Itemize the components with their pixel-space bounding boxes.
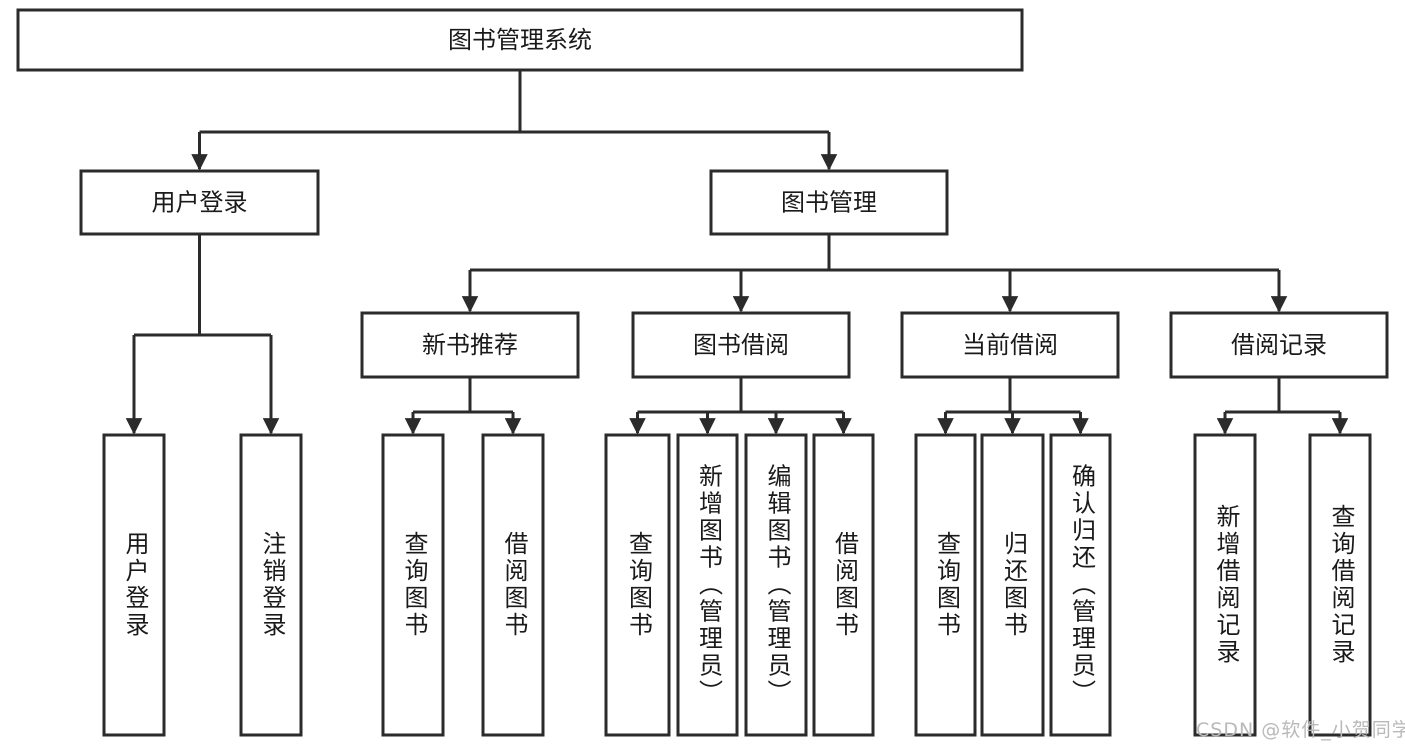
node-box[interactable] (676, 433, 739, 737)
root-node-1[interactable]: 图书管理系统 (16, 8, 1024, 72)
leaf-node-8[interactable]: 借阅图书 (812, 433, 875, 737)
node-box[interactable] (239, 433, 303, 737)
node-label: 借阅图书 (500, 531, 528, 639)
node-box[interactable] (1308, 433, 1372, 737)
node-label: 编辑图书（管理员） (763, 464, 791, 707)
leaf-node-12[interactable]: 新增借阅记录 (1193, 433, 1257, 737)
leaf-node-9[interactable]: 查询图书 (914, 433, 977, 737)
node-label: 新增借阅记录 (1212, 504, 1240, 666)
node-label: 用户登录 (152, 189, 248, 217)
node-label: 借阅图书 (831, 531, 859, 639)
level2-node-1[interactable]: 用户登录 (79, 169, 320, 236)
node-box[interactable] (360, 311, 580, 379)
node-label: 图书管理系统 (448, 26, 592, 54)
node-box[interactable] (1193, 433, 1257, 737)
node-label: 注销登录 (258, 531, 286, 639)
node-label: 查询借阅记录 (1327, 504, 1355, 666)
leaf-node-13[interactable]: 查询借阅记录 (1308, 433, 1372, 737)
level2-node-2[interactable]: 图书管理 (709, 169, 949, 236)
node-label: 新书推荐 (422, 331, 518, 359)
node-box[interactable] (980, 433, 1045, 737)
node-box[interactable] (914, 433, 977, 737)
leaf-node-11[interactable]: 确认归还（管理员） (1049, 433, 1112, 737)
node-box[interactable] (79, 169, 320, 236)
level3-node-3[interactable]: 当前借阅 (900, 311, 1120, 379)
node-box[interactable] (744, 433, 808, 737)
node-box[interactable] (709, 169, 949, 236)
leaf-node-10[interactable]: 归还图书 (980, 433, 1045, 737)
node-box[interactable] (900, 311, 1120, 379)
edge-layer (125, 70, 1349, 435)
node-label: 查询图书 (400, 531, 428, 639)
node-box[interactable] (1049, 433, 1112, 737)
node-label: 借阅记录 (1231, 331, 1327, 359)
node-box[interactable] (631, 311, 851, 379)
leaf-node-5[interactable]: 查询图书 (604, 433, 671, 737)
node-label: 确认归还（管理员） (1068, 464, 1096, 707)
leaf-node-7[interactable]: 编辑图书（管理员） (744, 433, 808, 737)
node-box[interactable] (604, 433, 671, 737)
level3-node-4[interactable]: 借阅记录 (1169, 311, 1389, 379)
node-label: 图书借阅 (693, 331, 789, 359)
node-label: 图书管理 (781, 189, 877, 217)
level3-node-1[interactable]: 新书推荐 (360, 311, 580, 379)
node-label: 新增图书（管理员） (695, 464, 723, 707)
node-box[interactable] (812, 433, 875, 737)
node-label: 当前借阅 (962, 331, 1058, 359)
level3-node-2[interactable]: 图书借阅 (631, 311, 851, 379)
node-label: 用户登录 (121, 531, 149, 639)
node-box[interactable] (481, 433, 545, 737)
node-box[interactable] (381, 433, 445, 737)
leaf-node-6[interactable]: 新增图书（管理员） (676, 433, 739, 737)
node-label: 查询图书 (933, 531, 961, 639)
node-layer: 图书管理系统用户登录图书管理新书推荐图书借阅当前借阅借阅记录用户登录注销登录查询… (16, 8, 1389, 737)
node-label: 归还图书 (1000, 531, 1028, 639)
leaf-node-2[interactable]: 注销登录 (239, 433, 303, 737)
node-box[interactable] (102, 433, 166, 737)
node-label: 查询图书 (625, 531, 653, 639)
leaf-node-1[interactable]: 用户登录 (102, 433, 166, 737)
leaf-node-4[interactable]: 借阅图书 (481, 433, 545, 737)
node-box[interactable] (1169, 311, 1389, 379)
node-box[interactable] (16, 8, 1024, 72)
leaf-node-3[interactable]: 查询图书 (381, 433, 445, 737)
